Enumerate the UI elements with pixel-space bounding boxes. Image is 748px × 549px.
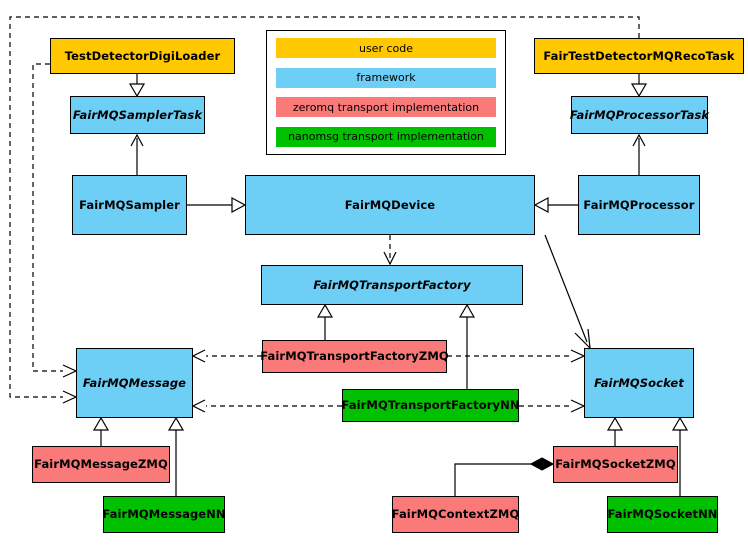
legend-label: user code	[358, 41, 414, 55]
node-label: FairMQTransportFactoryZMQ	[260, 349, 449, 364]
node-fairmqsocket[interactable]: FairMQSocket	[584, 348, 694, 418]
node-fairmqsocketnn[interactable]: FairMQSocketNN	[607, 496, 718, 533]
node-label: FairMQDevice	[344, 197, 436, 212]
legend-item-zeromq: zeromq transport implementation	[276, 97, 496, 118]
node-label: FairMQTransportFactoryNN	[341, 398, 520, 413]
edge-processor-processortask	[632, 133, 646, 175]
node-fairmqprocessor[interactable]: FairMQProcessor	[578, 175, 700, 235]
node-label: TestDetectorDigiLoader	[64, 48, 221, 63]
node-label: FairMQSocketZMQ	[555, 457, 676, 472]
legend-label: zeromq transport implementation	[292, 100, 480, 114]
edge-factoryzmq-transportfactory	[316, 303, 334, 340]
node-fairmqcontextzmq[interactable]: FairMQContextZMQ	[392, 496, 519, 533]
node-fairmqsocketzmq[interactable]: FairMQSocketZMQ	[553, 446, 678, 483]
node-label: FairMQSocket	[594, 375, 684, 390]
node-fairtestdetectormqrecotask[interactable]: FairTestDetectorMQRecoTask	[534, 38, 744, 74]
node-fairmqmessage[interactable]: FairMQMessage	[76, 348, 193, 418]
edge-messagenn-message	[167, 416, 185, 496]
node-label: FairMQSampler	[79, 197, 180, 212]
edge-sampler-samplertask	[130, 133, 144, 175]
node-fairmqdevice[interactable]: FairMQDevice	[245, 175, 535, 235]
edge-recotask-processortask	[630, 74, 648, 98]
edge-factorynn-socket	[519, 399, 586, 413]
edge-sampler-device	[187, 196, 247, 214]
node-label: FairMQProcessorTask	[569, 107, 710, 122]
legend-item-nanomsg: nanomsg transport implementation	[276, 126, 496, 147]
node-fairmqprocessortask[interactable]: FairMQProcessorTask	[569, 96, 710, 134]
edge-device-transportfactory	[383, 235, 397, 266]
node-label: FairMQSamplerTask	[72, 107, 203, 122]
edge-processor-device	[533, 196, 578, 214]
node-fairmqtransportfactoryzmq[interactable]: FairMQTransportFactoryZMQ	[260, 340, 449, 373]
legend-panel: user code framework zeromq transport imp…	[266, 30, 506, 155]
edge-factorynn-transportfactory	[458, 303, 476, 389]
node-fairmqsampler[interactable]: FairMQSampler	[72, 175, 187, 235]
node-label: FairMQMessage	[82, 375, 187, 390]
edge-device-socket	[544, 234, 591, 350]
edge-factoryzmq-message	[191, 349, 262, 363]
edge-digiloader-samplertask	[128, 74, 146, 98]
node-testdetectordigiloader[interactable]: TestDetectorDigiLoader	[50, 38, 235, 74]
node-label: FairMQSocketNN	[607, 507, 718, 522]
node-label: FairMQProcessor	[583, 197, 695, 212]
edge-factoryzmq-socket	[447, 349, 586, 363]
legend-label: nanomsg transport implementation	[288, 130, 484, 144]
node-label: FairMQMessageNN	[102, 507, 226, 522]
legend-item-user-code: user code	[276, 38, 496, 58]
node-label: FairMQTransportFactory	[313, 277, 471, 292]
node-fairmqtransportfactory[interactable]: FairMQTransportFactory	[261, 265, 523, 305]
node-label: FairMQMessageZMQ	[34, 457, 168, 472]
node-fairmqsamplertask[interactable]: FairMQSamplerTask	[70, 96, 205, 134]
node-fairmqmessagenn[interactable]: FairMQMessageNN	[102, 496, 226, 533]
node-fairmqtransportfactorynn[interactable]: FairMQTransportFactoryNN	[341, 389, 520, 422]
edge-factorynn-message	[191, 399, 342, 413]
edge-contextzmq-socketzmq	[454, 457, 555, 496]
node-fairmqmessagezmq[interactable]: FairMQMessageZMQ	[32, 446, 170, 483]
edge-socketzmq-socket	[606, 416, 624, 446]
edge-messagezmq-message	[92, 416, 110, 446]
legend-item-framework: framework	[276, 67, 496, 88]
node-label: FairMQContextZMQ	[391, 507, 520, 522]
legend-label: framework	[356, 71, 416, 85]
node-label: FairTestDetectorMQRecoTask	[543, 48, 735, 63]
